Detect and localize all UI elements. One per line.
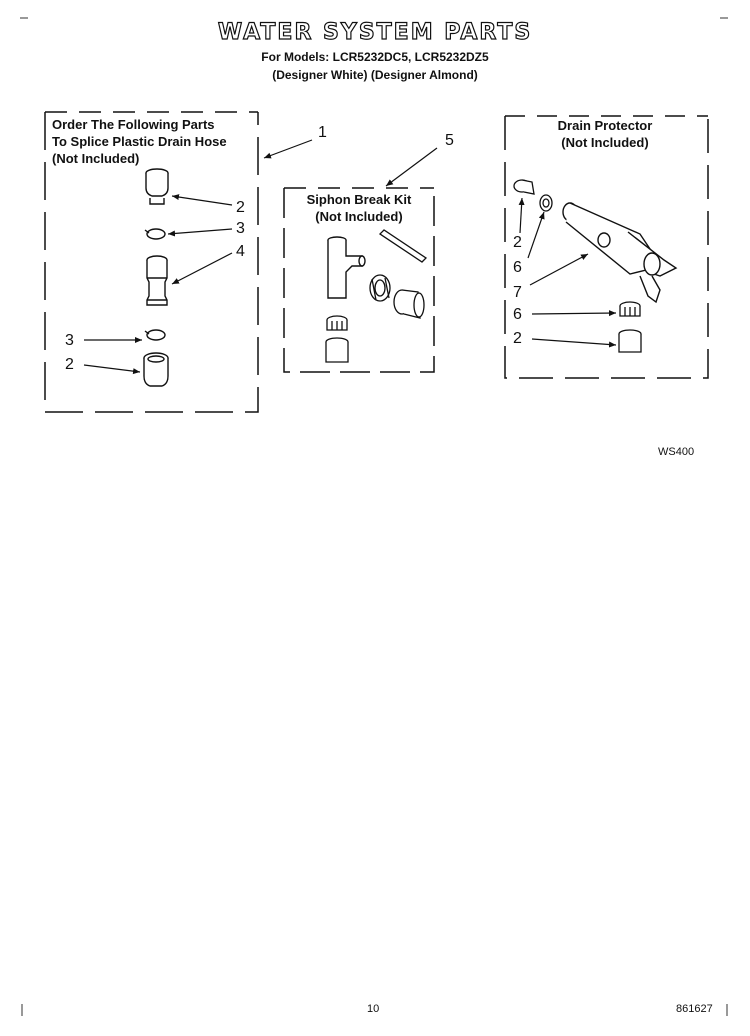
models-line: For Models: LCR5232DC5, LCR5232DZ5: [261, 50, 489, 64]
right-box-line-2: (Not Included): [561, 135, 649, 150]
clamp-ring-bottom: [144, 329, 166, 341]
document-number: 861627: [676, 1003, 713, 1015]
callout-7: 7: [513, 284, 522, 301]
right-box-frame: [504, 115, 709, 379]
callout-3-left-bottom: 3: [65, 332, 74, 349]
hose-coupler: [146, 255, 168, 306]
left-box-line-2: To Splice Plastic Drain Hose: [52, 134, 227, 149]
right-box-line-1: Drain Protector: [557, 118, 653, 133]
middle-box-line-1: Siphon Break Kit: [306, 192, 412, 207]
page-number: 10: [367, 1003, 380, 1015]
left-box-line-1: Order The Following Parts: [52, 117, 215, 132]
drain-cap-top: [513, 179, 535, 195]
middle-callout-arrow: [385, 147, 438, 187]
left-box-line-3: (Not Included): [52, 151, 140, 166]
callout-3-left-top: 3: [236, 220, 245, 237]
crop-marks: [20, 17, 728, 1016]
hose-cap-top: [145, 168, 169, 205]
page-title: WATER SYSTEM PARTS: [217, 19, 533, 45]
siphon-pin: [378, 229, 428, 263]
drain-washer-top: [539, 194, 553, 212]
callout-5: 5: [445, 132, 454, 149]
siphon-nut: [326, 315, 348, 331]
clamp-ring-top: [144, 228, 166, 240]
callout-2-right-bottom: 2: [513, 330, 522, 347]
callout-1: 1: [318, 124, 327, 141]
hose-cap-bottom: [143, 352, 169, 387]
callout-6-right-bottom: 6: [513, 306, 522, 323]
callout-4: 4: [236, 243, 245, 260]
drain-nut: [619, 301, 641, 317]
drain-protector-body: [562, 202, 678, 304]
right-callout-arrows: [518, 197, 617, 348]
right-box-heading: Drain Protector (Not Included): [520, 117, 690, 151]
callout-2-left-top: 2: [236, 199, 245, 216]
colors-line: (Designer White) (Designer Almond): [272, 68, 478, 82]
figure-code: WS400: [658, 446, 695, 458]
siphon-cap: [325, 337, 349, 363]
siphon-tee: [327, 236, 366, 299]
callout-2-right-top: 2: [513, 234, 522, 251]
drain-cap-bottom: [618, 329, 642, 353]
left-box-heading: Order The Following Parts To Splice Plas…: [52, 116, 252, 167]
left-callout-arrows: [83, 139, 313, 375]
siphon-ring-nut: [369, 274, 391, 302]
callout-6-right-top: 6: [513, 259, 522, 276]
callout-2-left-bottom: 2: [65, 356, 74, 373]
middle-box-frame: [283, 187, 435, 373]
middle-box-line-2: (Not Included): [315, 209, 403, 224]
left-box-frame: [44, 111, 259, 413]
middle-box-heading: Siphon Break Kit (Not Included): [284, 191, 434, 225]
siphon-fitting: [393, 289, 425, 319]
